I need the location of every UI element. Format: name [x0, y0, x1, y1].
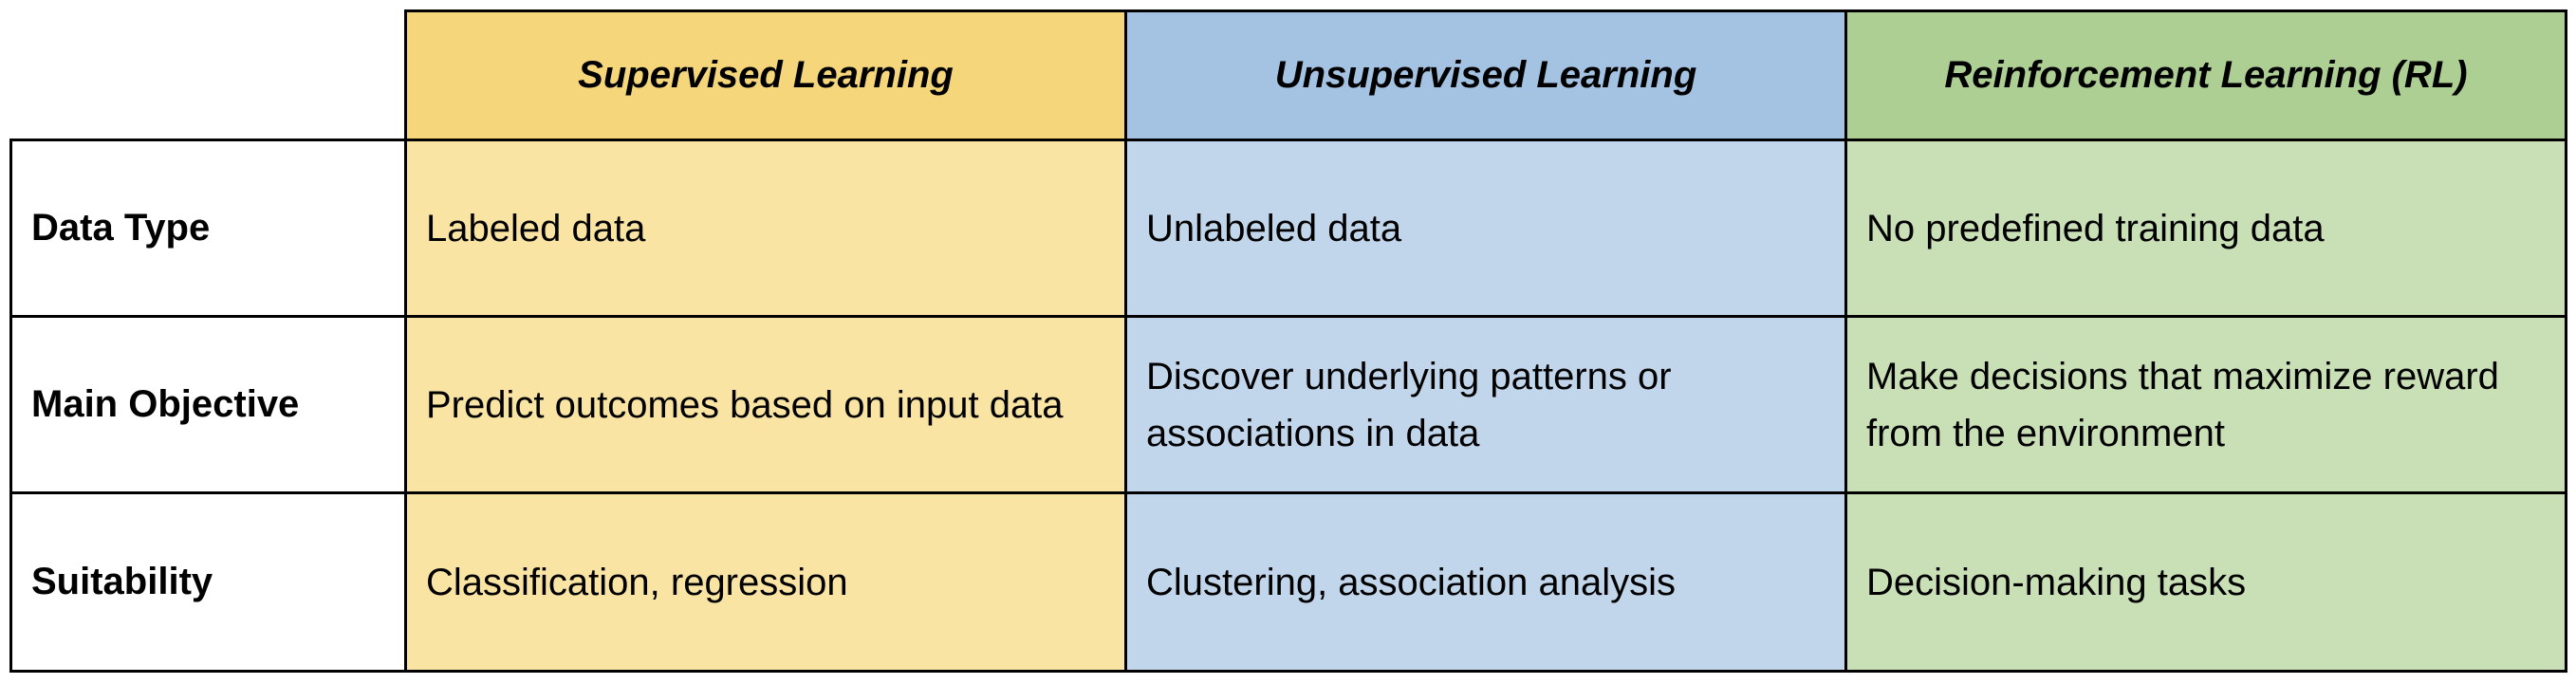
- header-label: Unsupervised Learning: [1274, 54, 1697, 96]
- cell-main-objective-supervised: Predict outcomes based on input data: [404, 315, 1127, 494]
- row-label-data-type: Data Type: [9, 139, 407, 318]
- header-unsupervised-learning: Unsupervised Learning: [1124, 9, 1847, 141]
- cell-suitability-supervised: Classification, regression: [404, 491, 1127, 673]
- header-label: Supervised Learning: [578, 54, 954, 96]
- cell-text: Clustering, association analysis: [1146, 561, 1677, 603]
- row-label: Suitability: [31, 561, 213, 602]
- header-label: Reinforcement Learning (RL): [1944, 54, 2468, 96]
- cell-text: Decision-making tasks: [1866, 561, 2247, 603]
- cell-text: No predefined training data: [1866, 207, 2325, 250]
- header-reinforcement-learning: Reinforcement Learning (RL): [1844, 9, 2567, 141]
- cell-data-type-reinforcement: No predefined training data: [1844, 139, 2567, 318]
- cell-data-type-supervised: Labeled data: [404, 139, 1127, 318]
- cell-text: Classification, regression: [426, 561, 848, 603]
- row-label-main-objective: Main Objective: [9, 315, 407, 494]
- cell-text: Labeled data: [426, 207, 646, 250]
- row-label: Main Objective: [31, 383, 300, 425]
- cell-suitability-reinforcement: Decision-making tasks: [1844, 491, 2567, 673]
- header-supervised-learning: Supervised Learning: [404, 9, 1127, 141]
- cell-main-objective-reinforcement: Make decisions that maximize reward from…: [1844, 315, 2567, 494]
- cell-data-type-unsupervised: Unlabeled data: [1124, 139, 1847, 318]
- cell-text: Predict outcomes based on input data: [426, 383, 1064, 426]
- cell-text: Make decisions that maximize reward from…: [1866, 355, 2499, 454]
- comparison-table: Supervised Learning Unsupervised Learnin…: [9, 9, 2567, 673]
- cell-text: Discover underlying patterns or associat…: [1146, 355, 1672, 454]
- cell-suitability-unsupervised: Clustering, association analysis: [1124, 491, 1847, 673]
- row-label-suitability: Suitability: [9, 491, 407, 673]
- row-label: Data Type: [31, 207, 211, 249]
- cell-main-objective-unsupervised: Discover underlying patterns or associat…: [1124, 315, 1847, 494]
- cell-text: Unlabeled data: [1146, 207, 1402, 250]
